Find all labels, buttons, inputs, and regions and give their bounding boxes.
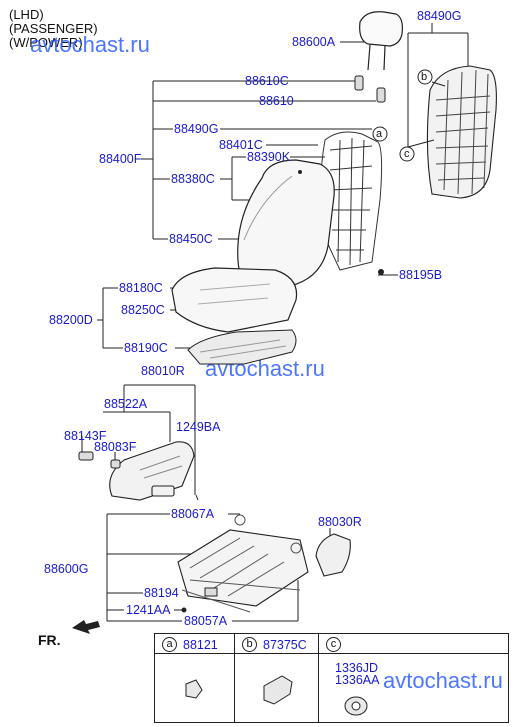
part-88250c[interactable]: 88250C xyxy=(121,303,165,317)
callout-a: a xyxy=(376,128,383,140)
part-88083f[interactable]: 88083F xyxy=(94,440,137,454)
part-88380c[interactable]: 88380C xyxy=(171,172,215,186)
part-88180c[interactable]: 88180C xyxy=(119,281,163,295)
legend-code-1336aa[interactable]: 1336AA xyxy=(335,673,380,687)
legend-code-88121[interactable]: 88121 xyxy=(183,638,218,652)
legend-table: a 88121 b 87375C c 1336JD 1336AA xyxy=(154,633,509,723)
part-88490g-right[interactable]: 88490G xyxy=(417,9,462,23)
legend-cell-c[interactable]: c 1336JD 1336AA xyxy=(319,634,508,722)
part-88067a[interactable]: 88067A xyxy=(171,507,215,521)
part-88522a[interactable]: 88522A xyxy=(104,397,148,411)
part-88401c[interactable]: 88401C xyxy=(219,138,263,152)
legend-cell-b[interactable]: b 87375C xyxy=(235,634,319,722)
part-88200d[interactable]: 88200D xyxy=(49,313,93,327)
legend-cell-a[interactable]: a 88121 xyxy=(155,634,235,722)
legend-code-87375c[interactable]: 87375C xyxy=(263,638,307,652)
legend-letter-c: c xyxy=(326,637,341,652)
part-88190c[interactable]: 88190C xyxy=(124,341,168,355)
part-88010r[interactable]: 88010R xyxy=(141,364,185,378)
part-1249ba[interactable]: 1249BA xyxy=(176,420,221,434)
legend-header-divider xyxy=(155,653,508,654)
part-88195b[interactable]: 88195B xyxy=(399,268,443,282)
watermark-top: avtochast.ru xyxy=(30,32,150,57)
watermark-bottom: avtochast.ru xyxy=(383,668,503,693)
part-88030r[interactable]: 88030R xyxy=(318,515,362,529)
callout-c: c xyxy=(404,148,410,160)
part-88143f[interactable]: 88143F xyxy=(64,429,107,443)
part-88194[interactable]: 88194 xyxy=(144,586,179,600)
header-power: (W/POWER) xyxy=(9,35,83,50)
part-88490g-left[interactable]: 88490G xyxy=(174,122,219,136)
part-88450c[interactable]: 88450C xyxy=(169,232,213,246)
legend-letter-b: b xyxy=(242,637,257,652)
front-direction-label: FR. xyxy=(38,632,61,648)
header-passenger: (PASSENGER) xyxy=(9,21,98,36)
part-1241aa[interactable]: 1241AA xyxy=(126,603,171,617)
legend-letter-a: a xyxy=(162,637,177,652)
part-88057a[interactable]: 88057A xyxy=(184,614,228,628)
part-88610c[interactable]: 88610C xyxy=(245,74,289,88)
part-88600g[interactable]: 88600G xyxy=(44,562,89,576)
legend-code-1336jd[interactable]: 1336JD xyxy=(335,661,379,675)
header-lhd: (LHD) xyxy=(9,7,44,22)
part-88610[interactable]: 88610 xyxy=(259,94,294,108)
part-88600a[interactable]: 88600A xyxy=(292,35,336,49)
part-88390k[interactable]: 88390K xyxy=(247,150,291,164)
part-88400f[interactable]: 88400F xyxy=(99,152,142,166)
callout-b: b xyxy=(421,71,428,83)
